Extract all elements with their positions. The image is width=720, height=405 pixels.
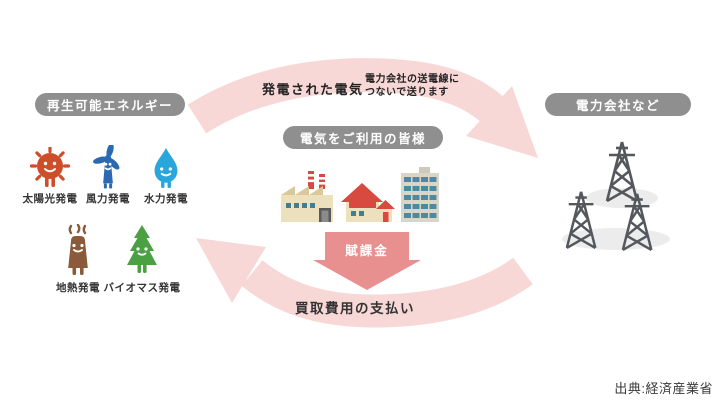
transmission-towers-icon — [562, 140, 670, 252]
energy-label-biomass: バイオマス発電 — [103, 282, 181, 294]
energy-label-wind: 風力発電 — [86, 193, 130, 205]
energy-item-solar: 太陽光発電 — [20, 147, 80, 206]
top-flow-arrow — [187, 58, 538, 158]
biomass-icon — [127, 225, 157, 273]
transmission-note: 電力会社の送電線に つないで送ります — [365, 74, 460, 99]
energy-item-hydro: 水力発電 — [140, 147, 192, 206]
factory-icon — [281, 171, 333, 222]
house-icon — [341, 183, 395, 222]
geothermal-icon — [68, 224, 88, 275]
hydro-icon — [154, 147, 178, 189]
surcharge-arrow — [313, 232, 421, 290]
transmission-note-line2: つないで送ります — [365, 86, 449, 98]
buildings-icon — [281, 167, 439, 222]
energy-label-geothermal: 地熱発電 — [56, 282, 100, 294]
transmission-note-line1: 電力会社の送電線に — [365, 74, 460, 85]
solar-icon — [29, 147, 71, 187]
source-credit: 出典:経済産業省 — [614, 381, 713, 396]
renewable-energy-pill: 再生可能エネルギー — [35, 93, 185, 116]
surcharge-label: 賦課金 — [345, 244, 389, 258]
energy-item-wind: 風力発電 — [84, 145, 132, 206]
electricity-users-pill: 電気をご利用の皆様 — [283, 126, 443, 149]
purchase-payment-label: 買取費用の支払い — [295, 301, 415, 316]
office-building-icon — [401, 167, 439, 222]
energy-label-solar: 太陽光発電 — [22, 193, 78, 205]
wind-icon — [93, 145, 120, 189]
energy-label-hydro: 水力発電 — [144, 193, 188, 205]
generated-electricity-label: 発電された電気 — [262, 82, 364, 97]
bottom-flow-arrow — [196, 238, 533, 328]
energy-item-biomass: バイオマス発電 — [104, 224, 180, 295]
energy-item-geothermal: 地熱発電 — [50, 224, 106, 295]
power-company-pill: 電力会社など — [545, 93, 691, 116]
